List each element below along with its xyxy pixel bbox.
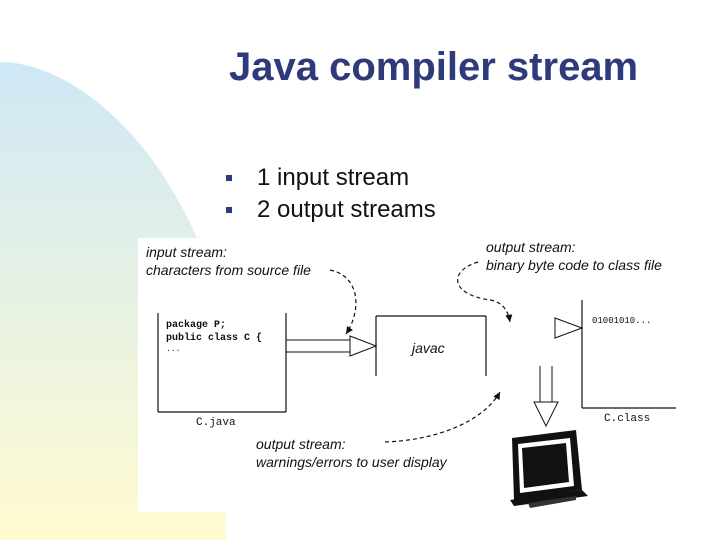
input-stream-arrow (329, 269, 357, 335)
bullet-text: 1 input stream (257, 164, 410, 191)
source-file-name: C.java (196, 417, 236, 429)
output-stream-label-top: output stream: (486, 239, 576, 255)
class-file-box (554, 300, 676, 409)
bullet-text: 2 output streams (257, 196, 436, 223)
compiler-label: javac (412, 340, 445, 356)
input-stream-description: characters from source file (146, 262, 311, 278)
source-code-line: ... (166, 345, 181, 354)
output-stream-description-top: binary byte code to class file (486, 257, 662, 273)
source-file-box (157, 313, 287, 413)
input-stream-label: input stream: (146, 244, 227, 260)
bullet-item: 1 input stream (226, 162, 436, 194)
output-stream-bottom-arrow (384, 391, 501, 443)
source-code-line: package P; (166, 320, 227, 331)
bullet-icon (226, 207, 232, 213)
diagram-panel (138, 238, 688, 512)
output-stream-description-bottom: warnings/errors to user display (256, 454, 447, 470)
output-stream-label-bottom: output stream: (256, 436, 346, 452)
bullet-list: 1 input stream 2 output streams (226, 162, 436, 226)
input-pipe (286, 335, 378, 357)
source-code-line: public class C { (166, 333, 263, 344)
bullet-item: 2 output streams (226, 194, 436, 226)
bytecode-text: 01001010... (592, 316, 652, 326)
slide-title: Java compiler stream (229, 45, 639, 89)
class-file-name: C.class (604, 413, 651, 425)
monitor-icon (510, 430, 588, 508)
output-pipe (533, 366, 559, 428)
bullet-icon (226, 175, 232, 181)
